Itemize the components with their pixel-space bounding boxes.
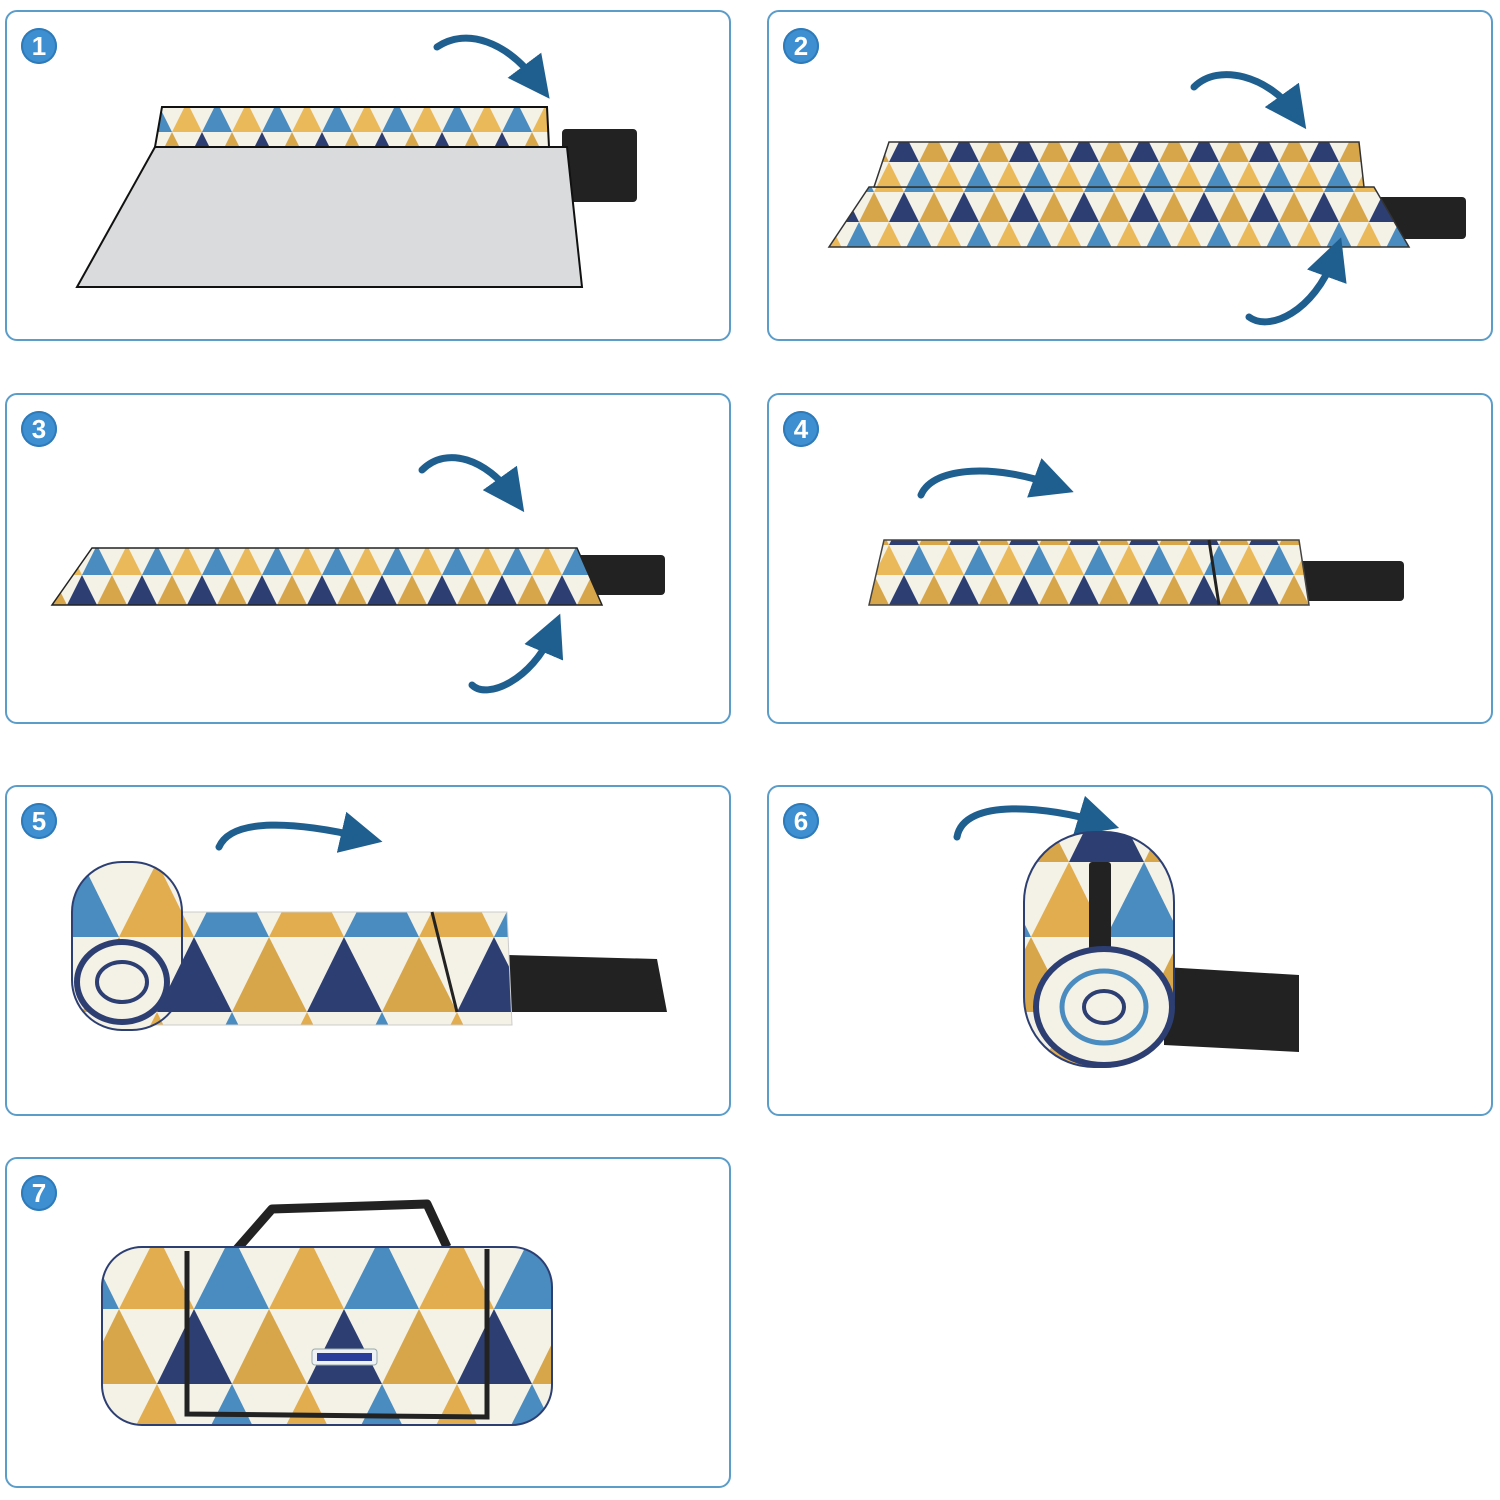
step-7-illustration bbox=[101, 1199, 553, 1426]
step-3-panel: 3 bbox=[5, 393, 731, 724]
curved-arrow-icon bbox=[433, 34, 550, 99]
carry-handle bbox=[233, 1199, 452, 1252]
curved-arrow-icon bbox=[418, 454, 525, 513]
step-7-panel: 7 bbox=[5, 1157, 731, 1488]
carry-strap bbox=[507, 955, 667, 1012]
curved-arrow-icon bbox=[1245, 237, 1347, 326]
carry-strap bbox=[1164, 967, 1299, 1052]
step-5-illustration bbox=[71, 811, 667, 1031]
carry-strap bbox=[1289, 561, 1404, 601]
strap-band bbox=[184, 1249, 490, 1420]
roll-end bbox=[74, 939, 170, 1025]
velcro-strip bbox=[1089, 862, 1111, 972]
step-number-badge: 1 bbox=[21, 28, 57, 64]
step-5-panel: 5 bbox=[5, 785, 731, 1116]
step-1-illustration bbox=[75, 34, 637, 288]
step-number-badge: 5 bbox=[21, 803, 57, 839]
rolled-blanket bbox=[101, 1246, 553, 1426]
roll-end bbox=[1033, 946, 1175, 1068]
step-number-badge: 4 bbox=[783, 411, 819, 447]
fold-line bbox=[430, 911, 459, 1013]
curved-arrow-icon bbox=[917, 458, 1074, 499]
step-1-panel: 1 bbox=[5, 10, 731, 341]
blanket-lower-fold bbox=[827, 186, 1411, 248]
curved-arrow-icon bbox=[215, 811, 383, 853]
folded-blanket bbox=[50, 547, 604, 606]
fold-line bbox=[1207, 539, 1221, 606]
step-4-illustration bbox=[868, 458, 1404, 606]
step-number-badge: 7 bbox=[21, 1175, 57, 1211]
blanket-upper-fold bbox=[872, 141, 1365, 188]
blanket-backing bbox=[75, 146, 584, 288]
brand-logo-icon bbox=[317, 1353, 372, 1361]
curved-arrow-icon bbox=[953, 795, 1120, 841]
carry-strap bbox=[562, 129, 637, 202]
curved-arrow-icon bbox=[1190, 71, 1307, 130]
step-4-panel: 4 bbox=[767, 393, 1493, 724]
step-6-panel: 6 bbox=[767, 785, 1493, 1116]
step-2-panel: 2 bbox=[767, 10, 1493, 341]
step-number-badge: 6 bbox=[783, 803, 819, 839]
folded-edge bbox=[153, 106, 551, 148]
step-number-badge: 2 bbox=[783, 28, 819, 64]
carry-strap bbox=[577, 555, 665, 595]
step-2-illustration bbox=[827, 71, 1466, 326]
step-3-illustration bbox=[50, 454, 665, 694]
step-6-illustration bbox=[953, 795, 1299, 1068]
folded-blanket bbox=[868, 539, 1310, 606]
curved-arrow-icon bbox=[468, 613, 564, 694]
step-number-badge: 3 bbox=[21, 411, 57, 447]
